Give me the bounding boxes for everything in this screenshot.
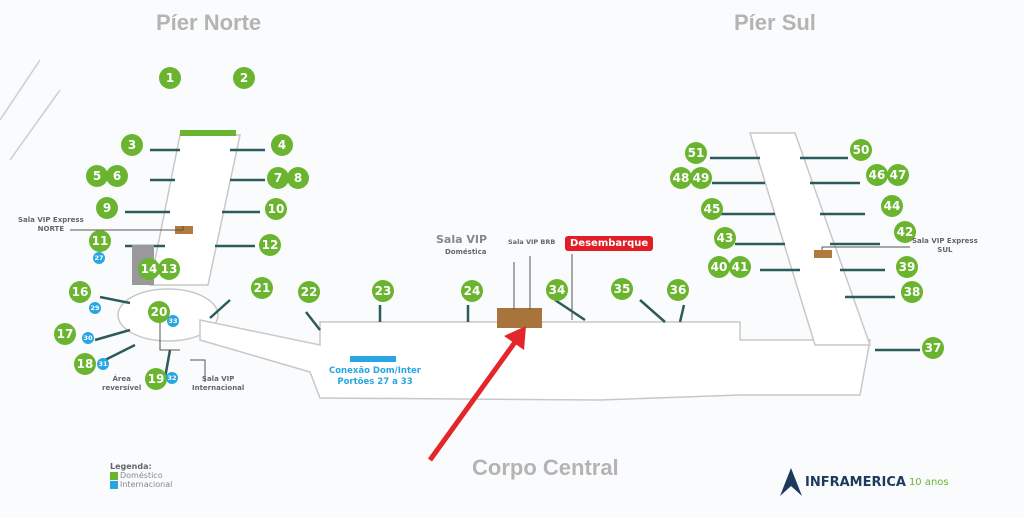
gate-domestic-22[interactable]: 22: [298, 281, 320, 303]
gate-domestic-18[interactable]: 18: [74, 353, 96, 375]
gate-domestic-4[interactable]: 4: [271, 134, 293, 156]
gate-domestic-20[interactable]: 20: [148, 301, 170, 323]
gate-domestic-17[interactable]: 17: [54, 323, 76, 345]
label-vip-express-sul: Sala VIP Express SUL: [912, 237, 978, 254]
gate-domestic-5[interactable]: 5: [86, 165, 108, 187]
title-corpo-central: Corpo Central: [472, 455, 619, 480]
connection-marker: [350, 356, 396, 362]
gate-domestic-45[interactable]: 45: [701, 198, 723, 220]
title-pier-sul: Píer Sul: [734, 10, 816, 35]
vip-domestica-room: [497, 308, 542, 328]
gate-domestic-24[interactable]: 24: [461, 280, 483, 302]
logo-mark-icon: [780, 468, 802, 496]
label-conexao: Conexão Dom/Inter Portões 27 a 33: [328, 366, 421, 387]
gates-1-2-bridge: [180, 130, 236, 136]
vip-express-norte-room: [175, 226, 193, 234]
gate-domestic-49[interactable]: 49: [690, 167, 712, 189]
gate-domestic-19[interactable]: 19: [145, 368, 167, 390]
gate-international-33[interactable]: 33: [167, 315, 179, 327]
title-pier-norte: Píer Norte: [156, 10, 262, 35]
gate-domestic-43[interactable]: 43: [714, 227, 736, 249]
arrow-head: [504, 326, 526, 350]
gate-domestic-37[interactable]: 37: [922, 337, 944, 359]
gate-domestic-10[interactable]: 10: [265, 198, 287, 220]
gate-domestic-34[interactable]: 34: [546, 279, 568, 301]
gate-domestic-39[interactable]: 39: [896, 256, 918, 278]
label-area-reversivel: Área reversível: [102, 375, 142, 392]
gate-domestic-42[interactable]: 42: [894, 221, 916, 243]
legend: Legenda: Doméstico Internacional: [110, 462, 172, 489]
gate-domestic-48[interactable]: 48: [670, 167, 692, 189]
gate-domestic-1[interactable]: 1: [159, 67, 181, 89]
label-vip-domestica-sub: Doméstica: [445, 248, 487, 256]
domestic-swatch: [110, 471, 118, 480]
location-arrow: [427, 336, 521, 462]
gate-international-30[interactable]: 30: [82, 332, 94, 344]
gate-domestic-47[interactable]: 47: [887, 164, 909, 186]
vip-express-sul-room: [814, 250, 832, 258]
label-vip-internacional: Sala VIP Internacional: [192, 375, 245, 392]
gate-domestic-2[interactable]: 2: [233, 67, 255, 89]
gate-domestic-36[interactable]: 36: [667, 279, 689, 301]
gate-international-31[interactable]: 31: [97, 358, 109, 370]
gate-domestic-50[interactable]: 50: [850, 139, 872, 161]
gate-domestic-9[interactable]: 9: [96, 197, 118, 219]
gate-domestic-6[interactable]: 6: [106, 165, 128, 187]
logo-brand: INFRAMERICA: [805, 474, 906, 490]
international-swatch: [110, 480, 118, 489]
gate-domestic-7[interactable]: 7: [267, 167, 289, 189]
gate-domestic-38[interactable]: 38: [901, 281, 923, 303]
central-corridor: [199, 319, 871, 401]
gate-domestic-51[interactable]: 51: [685, 142, 707, 164]
logo-anniversary: 10 anos: [908, 476, 949, 488]
label-vip-domestica: Sala VIP: [436, 233, 488, 246]
gate-domestic-41[interactable]: 41: [729, 256, 751, 278]
legend-domestic: Doméstico: [110, 471, 172, 480]
gate-domestic-21[interactable]: 21: [251, 277, 273, 299]
gate-international-27[interactable]: 27: [93, 252, 105, 264]
desembarque-badge: Desembarque: [565, 236, 654, 251]
inframerica-logo: INFRAMERICA 10 anos: [780, 468, 949, 496]
gate-domestic-16[interactable]: 16: [69, 281, 91, 303]
gate-domestic-11[interactable]: 11: [89, 230, 111, 252]
gate-domestic-8[interactable]: 8: [287, 167, 309, 189]
gate-domestic-13[interactable]: 13: [158, 258, 180, 280]
gate-domestic-3[interactable]: 3: [121, 134, 143, 156]
label-vip-express-norte: Sala VIP Express NORTE: [18, 216, 84, 233]
gate-domestic-35[interactable]: 35: [611, 278, 633, 300]
label-vip-brb: Sala VIP BRB: [508, 238, 556, 246]
gate-domestic-23[interactable]: 23: [372, 280, 394, 302]
gate-domestic-14[interactable]: 14: [138, 258, 160, 280]
gate-domestic-40[interactable]: 40: [708, 256, 730, 278]
legend-international: Internacional: [110, 480, 172, 489]
gate-international-32[interactable]: 32: [166, 372, 178, 384]
legend-domestic-label: Doméstico: [120, 471, 163, 480]
legend-international-label: Internacional: [120, 480, 173, 489]
gate-international-29[interactable]: 29: [89, 302, 101, 314]
gate-domestic-46[interactable]: 46: [866, 164, 888, 186]
gate-domestic-44[interactable]: 44: [881, 195, 903, 217]
gate-domestic-12[interactable]: 12: [259, 234, 281, 256]
pier-sul-building: [748, 132, 872, 346]
legend-title: Legenda:: [110, 462, 152, 471]
